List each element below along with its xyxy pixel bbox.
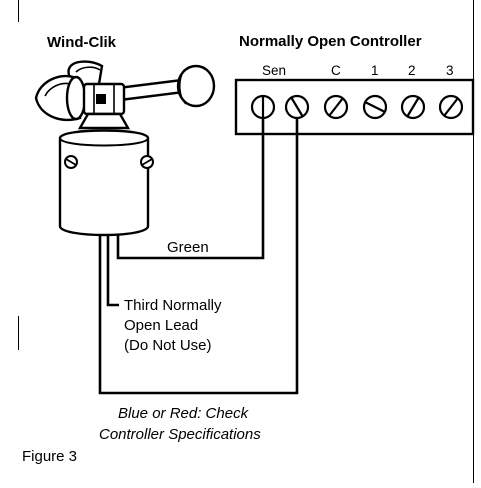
screw-terminal-2	[400, 94, 426, 120]
screw-terminal-c	[323, 94, 349, 120]
blue-red-label-line2: Controller Specifications	[99, 426, 261, 443]
third-lead-label-line1: Third Normally	[124, 297, 222, 314]
terminal-label-sen: Sen	[262, 63, 286, 78]
controller-title: Normally Open Controller	[239, 33, 422, 50]
device-title: Wind-Clik	[47, 34, 117, 51]
blue-red-label-line1: Blue or Red: Check	[118, 405, 250, 422]
blue-red-wire	[98, 119, 299, 395]
terminal-label-3: 3	[446, 63, 454, 78]
green-wire-label: Green	[167, 239, 209, 256]
figure-label: Figure 3	[22, 448, 77, 465]
screw-terminal-sen-b	[284, 94, 310, 120]
terminal-label-1: 1	[371, 63, 379, 78]
body-screw-left	[64, 155, 78, 169]
terminal-block-body	[234, 78, 475, 136]
third-lead-label-line3: (Do Not Use)	[124, 337, 212, 354]
green-wire	[116, 119, 265, 260]
wind-clik-device-icon	[34, 60, 216, 237]
screw-terminal-1	[362, 94, 388, 120]
screw-terminal-sen-a	[250, 94, 276, 120]
screw-terminal-3	[438, 94, 464, 120]
terminal-label-c: C	[331, 63, 341, 78]
body-screw-right	[140, 155, 154, 169]
third-lead-wire	[106, 232, 119, 307]
controller-terminal-block	[234, 78, 475, 136]
third-lead-label-line2: Open Lead	[124, 317, 198, 334]
terminal-label-2: 2	[408, 63, 416, 78]
wires	[98, 119, 299, 395]
